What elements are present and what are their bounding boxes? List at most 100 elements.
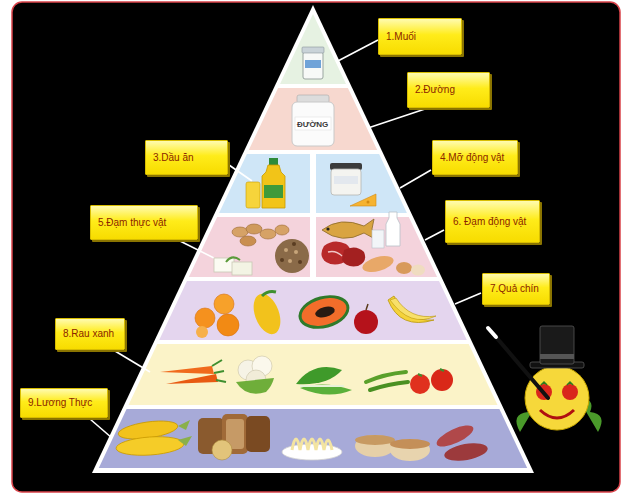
lard-jar xyxy=(330,163,376,206)
callout-box: 7.Quả chín xyxy=(482,273,550,305)
magician-mascot-part xyxy=(540,410,574,418)
vegetable-part xyxy=(410,374,430,394)
animal-protein-part xyxy=(396,262,412,274)
salt-jar-part xyxy=(305,60,321,68)
plant-protein-part xyxy=(232,262,252,275)
plant-protein-part xyxy=(280,258,284,262)
magician-mascot-part xyxy=(541,382,573,385)
staple-food-part xyxy=(212,440,232,460)
fruit-part xyxy=(295,290,354,334)
leader-line-part xyxy=(115,351,150,372)
fruit-part xyxy=(314,305,336,320)
callout-box: 5.Đạm thực vật xyxy=(90,205,198,240)
animal-protein-part xyxy=(372,230,384,248)
plant-protein-part xyxy=(275,225,289,235)
sugar-jar-part xyxy=(292,102,334,146)
animal-protein-part xyxy=(361,253,396,275)
leader-line-part xyxy=(229,165,252,181)
plant-protein-part xyxy=(214,258,234,272)
plant-protein-part xyxy=(288,259,292,263)
magician-mascot-part xyxy=(488,328,496,337)
food-group-label: 3.Dầu ăn xyxy=(153,152,194,164)
pyramid-band-part xyxy=(280,14,346,84)
fruit-part xyxy=(195,308,215,328)
plant-protein-part xyxy=(260,229,276,239)
pyramid-band-part xyxy=(316,217,437,277)
vegetable-part xyxy=(300,385,344,387)
animal-protein xyxy=(321,212,425,276)
sugar-jar-part xyxy=(295,117,331,130)
staple-food-part xyxy=(443,440,489,463)
staple-food-part xyxy=(292,439,332,450)
leader-line-part xyxy=(368,109,425,128)
plant-protein-part xyxy=(284,248,288,252)
fruit-part xyxy=(390,298,436,320)
plant-protein-part xyxy=(246,224,262,234)
vegetable-part xyxy=(366,372,406,382)
magician-mascot-part xyxy=(562,384,578,400)
animal-protein-part xyxy=(326,227,329,230)
staple-food-part xyxy=(246,416,270,452)
food-group-label: 4.Mỡ động vật xyxy=(440,152,504,164)
pyramid-band-part xyxy=(189,217,310,277)
animal-protein-part xyxy=(411,265,425,276)
plant-protein-part xyxy=(226,257,240,262)
fruit-part xyxy=(354,310,378,334)
vegetable-part xyxy=(418,369,444,376)
food-group-label: 7.Quả chín xyxy=(490,283,539,295)
magician-mascot xyxy=(488,326,602,432)
fruit-part xyxy=(366,304,368,310)
callout-box: 4.Mỡ động vật xyxy=(432,140,518,175)
magician-mascot-part xyxy=(540,354,574,359)
plant-protein-part xyxy=(292,242,296,246)
staple-food-part xyxy=(390,439,430,461)
magician-mascot-part xyxy=(540,326,574,364)
fruit-part xyxy=(262,292,276,297)
lard-jar-part xyxy=(334,176,358,184)
food-group-label: 1.Muối xyxy=(386,31,416,43)
staple-food-part xyxy=(390,439,430,449)
jar-label: ĐƯỜNG xyxy=(297,120,328,129)
leader-line-part xyxy=(90,419,112,438)
animal-protein-part xyxy=(342,247,365,266)
vegetable xyxy=(160,356,453,395)
leader-line-part xyxy=(455,293,481,304)
pyramid-band-part xyxy=(99,409,527,468)
lard-jar-part xyxy=(350,194,376,206)
salt-jar-part xyxy=(302,47,324,53)
vegetable-part xyxy=(296,367,342,384)
staple-food-part xyxy=(355,435,395,457)
vegetable-part xyxy=(236,378,274,394)
pyramid-band-part xyxy=(249,88,377,150)
lard-jar-part xyxy=(331,169,361,195)
vegetable-part xyxy=(166,374,218,384)
fruit-part xyxy=(196,326,208,338)
animal-protein-part xyxy=(322,219,375,239)
magician-mascot-part xyxy=(525,366,589,430)
staple-food-part xyxy=(178,420,192,446)
oil-bottle xyxy=(246,158,285,208)
fruit-part xyxy=(214,294,234,314)
food-group-label: 5.Đạm thực vật xyxy=(98,217,166,229)
callout-box: 8.Rau xanh xyxy=(55,318,125,350)
vegetable-part xyxy=(300,384,352,394)
staple-food-part xyxy=(115,435,184,458)
vegetable-part xyxy=(370,382,408,390)
oil-bottle-part xyxy=(262,165,285,208)
frame-part xyxy=(12,2,620,492)
leader-line-part xyxy=(180,241,214,258)
animal-protein-part xyxy=(328,252,342,257)
pyramid-band-part xyxy=(219,154,310,213)
callout-box: 6. Đạm động vật xyxy=(445,200,540,243)
pyramid-band-part xyxy=(129,344,498,405)
vegetable-part xyxy=(212,360,226,382)
staple-food-part xyxy=(355,435,395,445)
oil-bottle-part xyxy=(269,158,278,165)
callout-box: 9.Lương Thực xyxy=(20,388,108,418)
sugar-jar xyxy=(292,95,334,146)
plant-protein-part xyxy=(240,236,256,246)
plant-protein xyxy=(214,224,309,275)
food-group-label: 8.Rau xanh xyxy=(63,328,114,340)
plant-protein-part xyxy=(298,260,302,264)
